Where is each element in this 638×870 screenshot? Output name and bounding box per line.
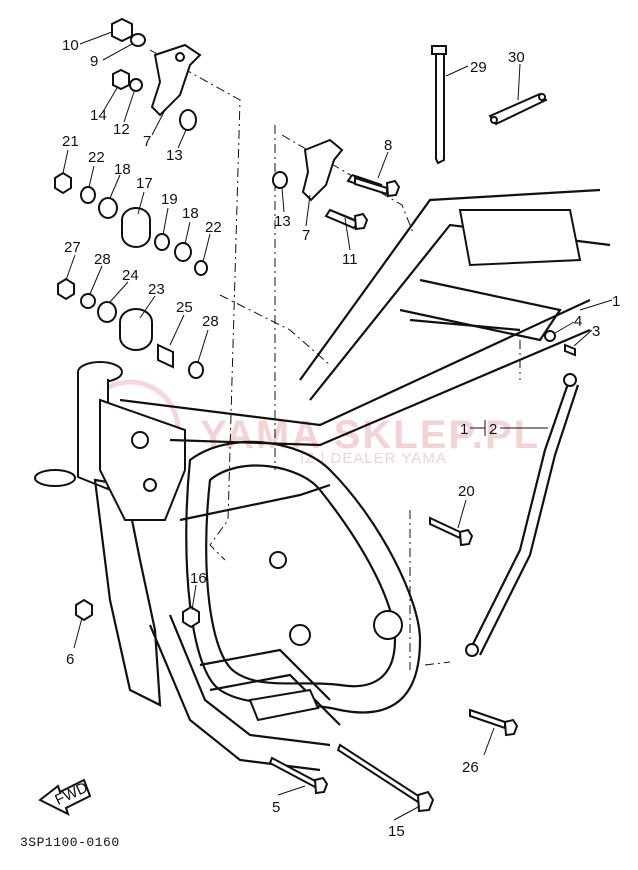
- hardware-parts: [54, 17, 208, 379]
- watermark-brand: YAMA SKLEP.PL: [200, 413, 540, 457]
- callout-11: 11: [342, 251, 358, 268]
- callout-1b: 1: [460, 421, 468, 438]
- callout-23: 23: [148, 281, 165, 298]
- callout-7b: 7: [302, 227, 310, 244]
- callout-5: 5: [272, 799, 280, 816]
- callout-10: 10: [62, 37, 79, 54]
- callout-13: 13: [166, 147, 183, 164]
- bracket-parts: [272, 138, 383, 230]
- strap-parts: [431, 45, 548, 165]
- callout-28b: 28: [202, 313, 219, 330]
- callout-22b: 22: [205, 219, 222, 236]
- callout-13b: 13: [274, 213, 291, 230]
- watermark: YAMA SKLEP.PL IZ | DEALER YAMA: [79, 379, 540, 481]
- callout-21: 21: [62, 133, 79, 150]
- callout-12: 12: [113, 121, 130, 138]
- callout-labels: 10 9 14 12 7 13 21 22 18 17 19 18 22 27 …: [62, 37, 620, 840]
- fwd-arrow-icon: FWD: [38, 778, 92, 816]
- callout-22: 22: [88, 149, 105, 166]
- bolts: [75, 176, 576, 813]
- callout-3: 3: [592, 323, 600, 340]
- watermark-tagline: IZ | DEALER YAMA: [300, 450, 447, 467]
- callout-18b: 18: [182, 205, 199, 222]
- callout-30: 30: [508, 49, 525, 66]
- leader-lines: [62, 31, 613, 821]
- callout-19: 19: [161, 191, 178, 208]
- callout-20: 20: [458, 483, 475, 500]
- callout-14: 14: [90, 107, 107, 124]
- callout-7: 7: [143, 133, 151, 150]
- callout-29: 29: [470, 59, 487, 76]
- callout-24: 24: [122, 267, 139, 284]
- callout-28a: 28: [94, 251, 111, 268]
- callout-16: 16: [190, 570, 207, 587]
- callout-26: 26: [462, 759, 479, 776]
- callout-15: 15: [388, 823, 405, 840]
- callout-6: 6: [66, 651, 74, 668]
- callout-2: 2: [489, 421, 497, 438]
- callout-8: 8: [384, 137, 392, 154]
- callout-18a: 18: [114, 161, 131, 178]
- callout-9: 9: [90, 53, 98, 70]
- callout-1a: 1: [612, 293, 620, 310]
- callout-27: 27: [64, 239, 81, 256]
- part-code: 3SP1100-0160: [20, 835, 120, 850]
- callout-25: 25: [176, 299, 193, 316]
- callout-17: 17: [136, 175, 153, 192]
- main-frame: [34, 188, 611, 772]
- callout-4: 4: [574, 313, 582, 330]
